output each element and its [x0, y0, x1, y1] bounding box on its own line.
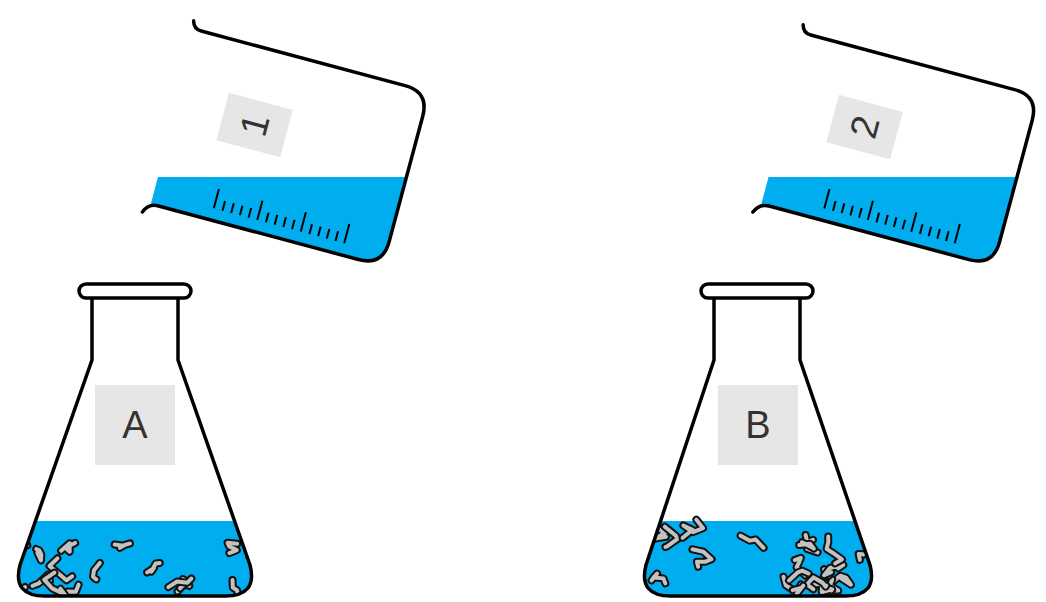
- tick: [937, 229, 940, 239]
- tick: [868, 201, 873, 220]
- tick: [318, 227, 321, 237]
- chip: [61, 543, 75, 552]
- chip: [93, 563, 100, 579]
- tick: [842, 203, 845, 213]
- tick: [222, 201, 225, 211]
- chip-outline: [807, 577, 826, 589]
- chip-outline: [93, 563, 100, 579]
- chip-outline: [793, 586, 803, 594]
- chip-outline: [683, 520, 703, 538]
- tick: [850, 206, 853, 216]
- chip: [793, 586, 803, 594]
- tick: [911, 212, 916, 231]
- chip-outline: [789, 571, 809, 581]
- flask-rim: [701, 284, 813, 298]
- chip: [36, 549, 41, 560]
- flask-label: A: [95, 385, 175, 465]
- tick: [249, 208, 252, 218]
- label-text: A: [122, 406, 147, 444]
- chip: [799, 542, 814, 548]
- tick: [876, 213, 879, 223]
- chip: [228, 543, 238, 553]
- chip-outline: [827, 536, 842, 563]
- label-text: 1: [234, 110, 276, 140]
- chip-outline: [652, 574, 666, 584]
- chip: [665, 527, 678, 547]
- chip: [168, 579, 191, 588]
- flask-rim: [79, 284, 191, 298]
- marble-chips: [10, 543, 238, 599]
- chip-outline: [147, 563, 160, 573]
- chip: [807, 577, 826, 589]
- tick: [824, 189, 829, 208]
- chip-outline: [36, 549, 41, 560]
- tick: [335, 231, 338, 241]
- tick: [275, 215, 278, 225]
- chip-outline: [228, 543, 238, 553]
- flask-label: B: [718, 385, 798, 465]
- chip: [652, 574, 666, 584]
- liquid: [700, 177, 1046, 317]
- tick: [946, 231, 949, 241]
- chip-outline: [859, 554, 864, 560]
- beaker-label: 1: [216, 93, 292, 158]
- chip-outline: [61, 543, 75, 552]
- tick: [283, 217, 286, 227]
- chip-outline: [665, 527, 678, 547]
- chip-outline: [799, 542, 814, 548]
- flask-outline: [18, 296, 251, 596]
- flask-outline: [644, 296, 871, 596]
- tick: [344, 224, 349, 243]
- beaker-1: [100, 21, 460, 317]
- marble-chips: [652, 520, 864, 594]
- tick: [240, 206, 243, 216]
- label-text: 2: [844, 112, 886, 142]
- chip: [741, 536, 764, 548]
- graduation-marks: [824, 189, 960, 243]
- tick: [292, 220, 295, 230]
- flask-b: [620, 284, 900, 601]
- tick: [257, 201, 262, 220]
- tick: [309, 224, 312, 234]
- tick: [929, 227, 932, 237]
- chip-outline: [44, 573, 65, 596]
- beaker-label: 2: [826, 95, 902, 160]
- chip: [683, 520, 703, 538]
- chip: [692, 549, 711, 566]
- tick: [894, 217, 897, 227]
- tick: [885, 215, 888, 225]
- label-text: B: [745, 406, 770, 444]
- flask-a: [0, 284, 280, 601]
- tick: [955, 224, 960, 243]
- chip: [147, 563, 160, 573]
- graduation-marks: [214, 189, 350, 243]
- chip-outline: [115, 543, 130, 547]
- tick: [833, 201, 836, 211]
- chip: [115, 543, 130, 547]
- beaker-outline: [142, 21, 431, 276]
- chip: [827, 536, 842, 563]
- chip-outline: [692, 549, 711, 566]
- tick: [301, 212, 306, 231]
- beaker-2: [700, 25, 1046, 317]
- chip-outline: [741, 536, 764, 548]
- chip: [789, 571, 809, 581]
- chip: [44, 573, 65, 596]
- beaker-outline: [753, 25, 1041, 276]
- tick: [920, 224, 923, 234]
- tick: [859, 208, 862, 218]
- chip-outline: [168, 579, 191, 588]
- tick: [231, 203, 234, 213]
- chip: [859, 554, 864, 560]
- tick: [903, 220, 906, 230]
- tick: [266, 213, 269, 223]
- tick: [214, 189, 219, 208]
- tick: [327, 229, 330, 239]
